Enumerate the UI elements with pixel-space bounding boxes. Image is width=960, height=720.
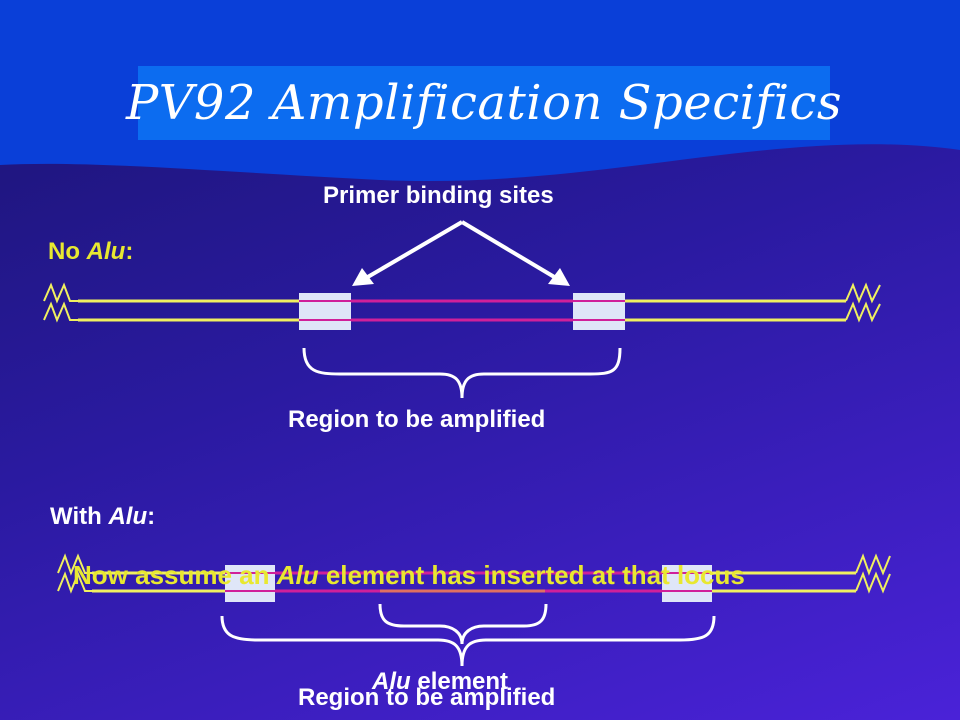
break-mark-right-top <box>845 282 881 304</box>
break-mark-left-bottom-alu <box>57 571 92 594</box>
alu-insertion-note: Now assume an Alu element has inserted a… <box>73 560 745 590</box>
region-label-top: Region to be amplified <box>288 406 546 433</box>
primer-box-left-alu <box>225 565 275 602</box>
primer-box-left <box>299 293 351 330</box>
arrow-right <box>460 220 558 280</box>
title-box: PV92 Amplification Specifics <box>126 66 842 140</box>
alu-element-brace <box>378 603 548 645</box>
arrow-left <box>364 220 464 280</box>
break-mark-left-bottom <box>43 301 78 323</box>
primer-box-right <box>573 293 625 330</box>
break-mark-left-top-alu <box>57 553 92 576</box>
break-mark-right-bottom-alu <box>855 571 891 594</box>
with-alu-diagram <box>57 553 891 667</box>
region-brace-bottom <box>220 615 716 667</box>
page-title: PV92 Amplification Specifics <box>125 75 843 131</box>
no-alu-diagram <box>43 220 881 399</box>
no-alu-label: No Alu: <box>48 238 134 265</box>
with-alu-label: With Alu: <box>50 503 156 530</box>
arrow-right-head <box>548 268 570 286</box>
break-mark-right-top-alu <box>855 553 891 576</box>
primer-box-right-alu <box>662 565 712 602</box>
break-mark-left-top <box>43 282 78 304</box>
arrow-left-head <box>352 268 374 286</box>
break-mark-right-bottom <box>845 301 881 323</box>
primer-binding-label: Primer binding sites <box>323 182 554 209</box>
alu-element-label: Alu element <box>372 668 509 695</box>
region-label-bottom: Region to be amplified <box>298 684 556 711</box>
region-brace-top <box>302 347 622 399</box>
